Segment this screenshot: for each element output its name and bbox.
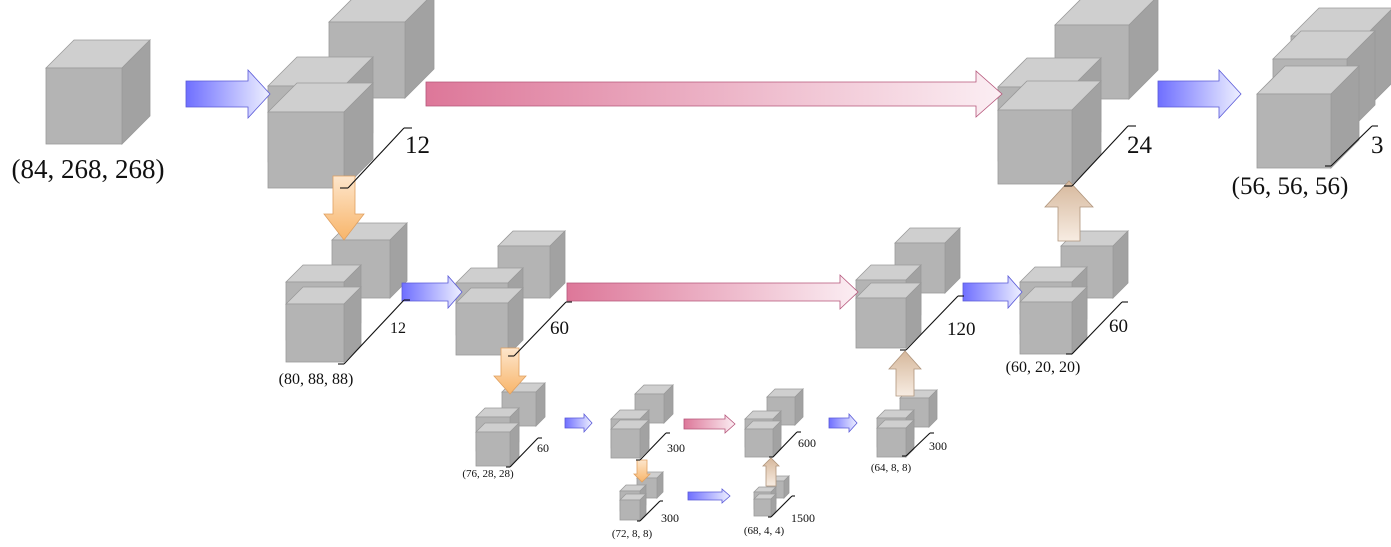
block-dec1-cube-3: [997, 80, 1102, 185]
channels-label-dec2: 120: [947, 319, 976, 340]
upsample-arrow-1: [762, 457, 780, 487]
block-enc3-cube-3: [475, 422, 520, 467]
conv-arrow-3: [564, 412, 593, 434]
channels-label-enc2b: 60: [550, 318, 569, 339]
bracket-enc1: [340, 127, 412, 189]
channels-label-dec3b: 300: [929, 439, 947, 453]
skip-arrow-1: [425, 70, 1003, 118]
conv-arrow-1: [185, 68, 271, 120]
shape-label-enc2: (80, 88, 88): [279, 371, 354, 388]
bracket-dec2b: [1066, 301, 1128, 355]
shape-label-input: (84, 268, 268): [12, 154, 165, 184]
channels-label-dec3: 600: [798, 436, 816, 450]
skip-arrow-2: [566, 274, 859, 310]
channels-label-dec2b: 60: [1109, 316, 1128, 337]
bracket-dec1: [1064, 125, 1136, 187]
block-output-cube-3: [1256, 65, 1360, 169]
downsample-arrow-2: [493, 347, 527, 395]
block-enc3b-cube-3: [610, 419, 650, 459]
shape-label-dec3b: (64, 8, 8): [871, 462, 912, 474]
bracket-bottomb: [768, 495, 795, 518]
bracket-enc3b: [636, 432, 670, 461]
shape-label-bottomb: (68, 4, 4): [744, 525, 785, 537]
shape-label-enc3: (76, 28, 28): [462, 468, 514, 480]
block-dec3-cube-3: [744, 420, 782, 458]
channels-label-bottomb: 1500: [791, 511, 815, 525]
bracket-dec2: [900, 295, 964, 351]
bracket-dec3: [769, 431, 801, 458]
channel-brackets: [338, 125, 1378, 522]
block-bottomb-cube-3: [753, 493, 777, 517]
block-dec2b-cube-3: [1019, 286, 1088, 355]
shape-label-dec2b: (60, 20, 20): [1006, 359, 1081, 376]
bracket-enc3: [506, 437, 542, 468]
channels-label-dec1: 24: [1127, 132, 1153, 159]
channels-label-enc1: 12: [405, 132, 430, 159]
channels-label-enc3: 60: [537, 441, 549, 455]
block-bottom-cube-3: [619, 493, 647, 521]
upsample-arrow-3: [1044, 180, 1094, 242]
downsample-arrow-1: [323, 175, 365, 241]
bracket-enc2: [338, 299, 410, 365]
channels-label-output: 3: [1371, 132, 1384, 159]
labels: (84, 268, 268) (80, 88, 88) (76, 28, 28)…: [12, 132, 1384, 540]
block-enc1-cube-3: [267, 82, 374, 189]
feature-map-cubes: [45, 0, 1391, 521]
channels-label-bottom: 300: [661, 511, 679, 525]
conv-arrow-7: [1157, 68, 1242, 120]
block-dec2-cube-3: [855, 282, 922, 349]
skip-arrow-3: [683, 414, 736, 434]
conv-arrow-5: [828, 412, 858, 434]
conv-arrow-6: [962, 274, 1023, 310]
block-enc2-cube-3: [285, 286, 362, 363]
channels-label-enc2: 12: [390, 320, 406, 337]
block-dec3b-cube-3: [876, 419, 915, 458]
shape-label-bottom: (72, 8, 8): [612, 528, 653, 540]
block-input: [45, 39, 151, 145]
upsample-arrow-2: [888, 350, 922, 397]
operation-arrows: [185, 68, 1242, 504]
bracket-output: [1325, 125, 1378, 167]
bracket-enc2b: [508, 301, 572, 357]
conv-arrow-4: [687, 488, 731, 504]
downsample-arrow-3: [633, 459, 651, 483]
shape-label-output: (56, 56, 56): [1232, 173, 1349, 200]
bracket-bottom: [637, 500, 663, 522]
conv-arrow-2: [401, 274, 463, 310]
block-enc2b-cube-3: [455, 287, 524, 356]
bracket-dec3b: [902, 432, 934, 457]
channels-label-enc3b: 300: [667, 441, 685, 455]
